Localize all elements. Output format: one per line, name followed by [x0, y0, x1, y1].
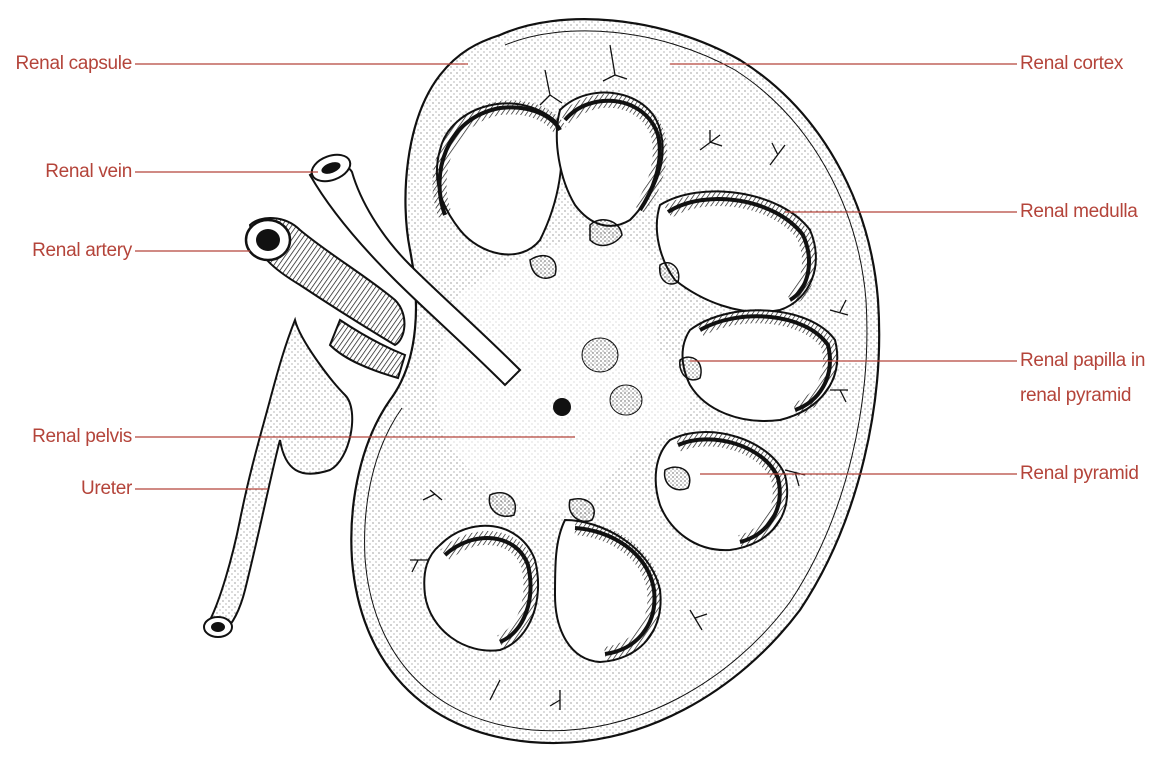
- ureter-shape: [204, 320, 352, 637]
- label-renal-artery: Renal artery: [6, 240, 132, 262]
- label-ureter: Ureter: [6, 478, 132, 500]
- label-renal-cortex: Renal cortex: [1020, 53, 1123, 75]
- label-renal-medulla: Renal medulla: [1020, 201, 1138, 223]
- label-renal-vein: Renal vein: [6, 161, 132, 183]
- label-renal-papilla-line2: renal pyramid: [1020, 385, 1131, 407]
- label-renal-papilla-line1: Renal papilla in: [1020, 350, 1145, 372]
- label-renal-pyramid: Renal pyramid: [1020, 463, 1139, 485]
- label-renal-pelvis: Renal pelvis: [6, 426, 132, 448]
- label-renal-capsule: Renal capsule: [6, 53, 132, 75]
